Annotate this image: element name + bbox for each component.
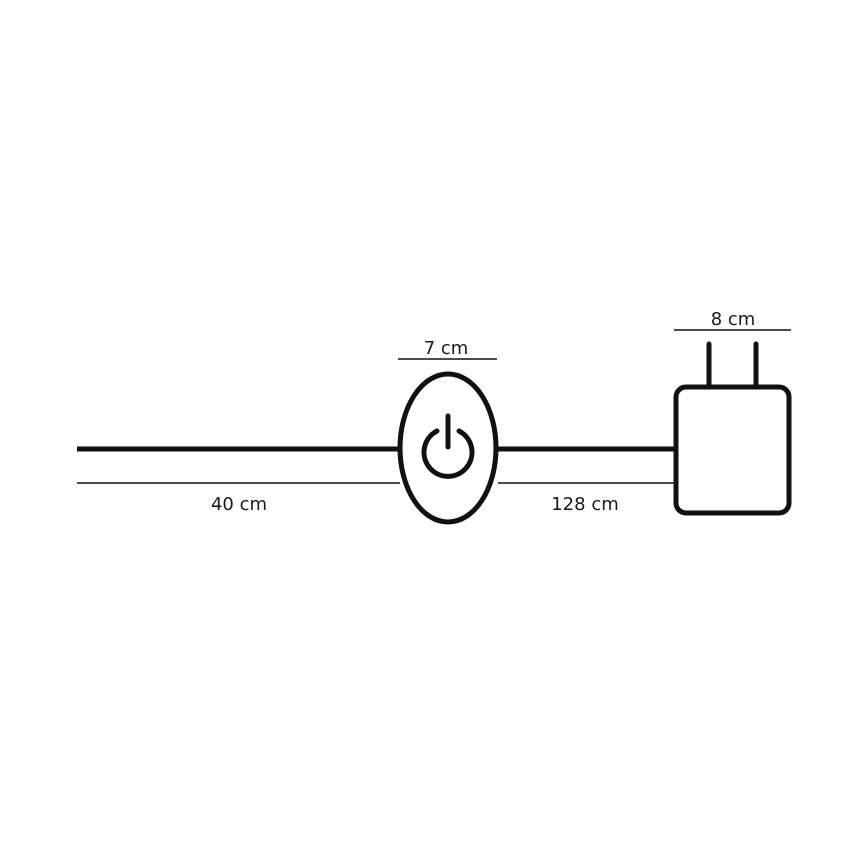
plug-adapter-icon xyxy=(673,341,792,516)
label-adapter-width: 8 cm xyxy=(711,309,756,330)
label-switch-width: 7 cm xyxy=(424,338,469,359)
adapter-body xyxy=(673,384,792,516)
label-cable-left: 40 cm xyxy=(211,494,267,515)
inline-switch xyxy=(397,371,499,525)
label-cable-right: 128 cm xyxy=(551,494,619,515)
power-icon xyxy=(421,413,475,479)
